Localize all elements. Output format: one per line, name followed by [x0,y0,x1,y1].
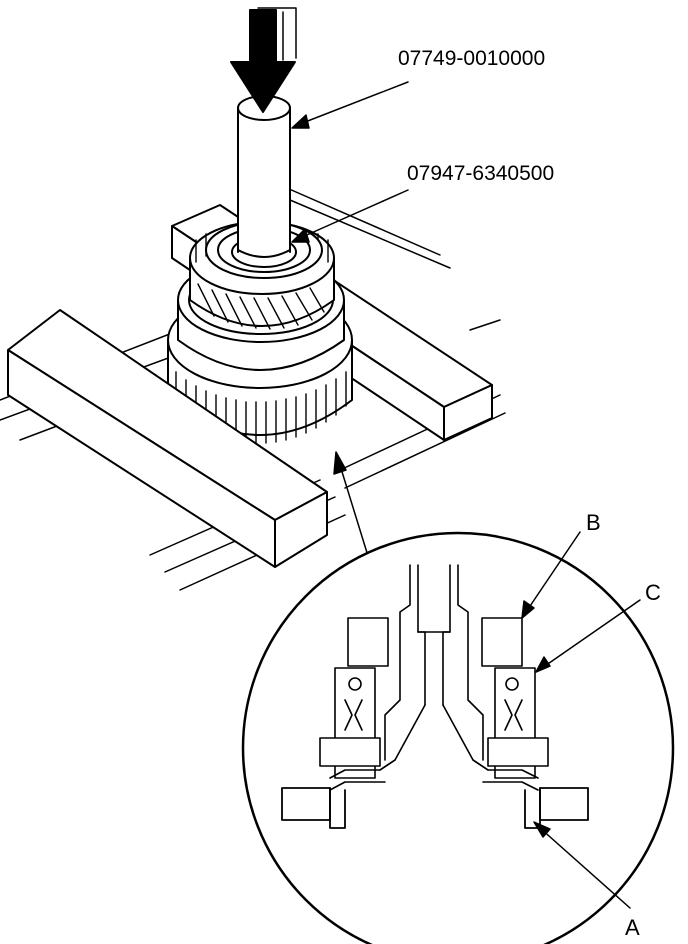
detail-base-blocks [281,787,589,829]
right-bearing-stack [472,617,549,791]
driver-shaft [237,95,291,258]
callout-c-label: C [645,580,661,605]
front-support-block [7,309,328,568]
attachment-part-number: 07947-6340500 [407,162,554,185]
helical-gear-teeth [197,283,325,330]
callout-b-label: B [586,510,601,535]
detail-zoom-arrow [333,451,369,557]
detail-view [241,531,675,944]
part-number-leaders [291,81,409,243]
callout-leaders [521,531,641,909]
driver-part-number: 07749-0010000 [398,47,545,70]
left-bearing-stack [319,617,396,791]
press-direction-arrow [230,7,297,113]
callout-a-label: A [625,915,640,940]
